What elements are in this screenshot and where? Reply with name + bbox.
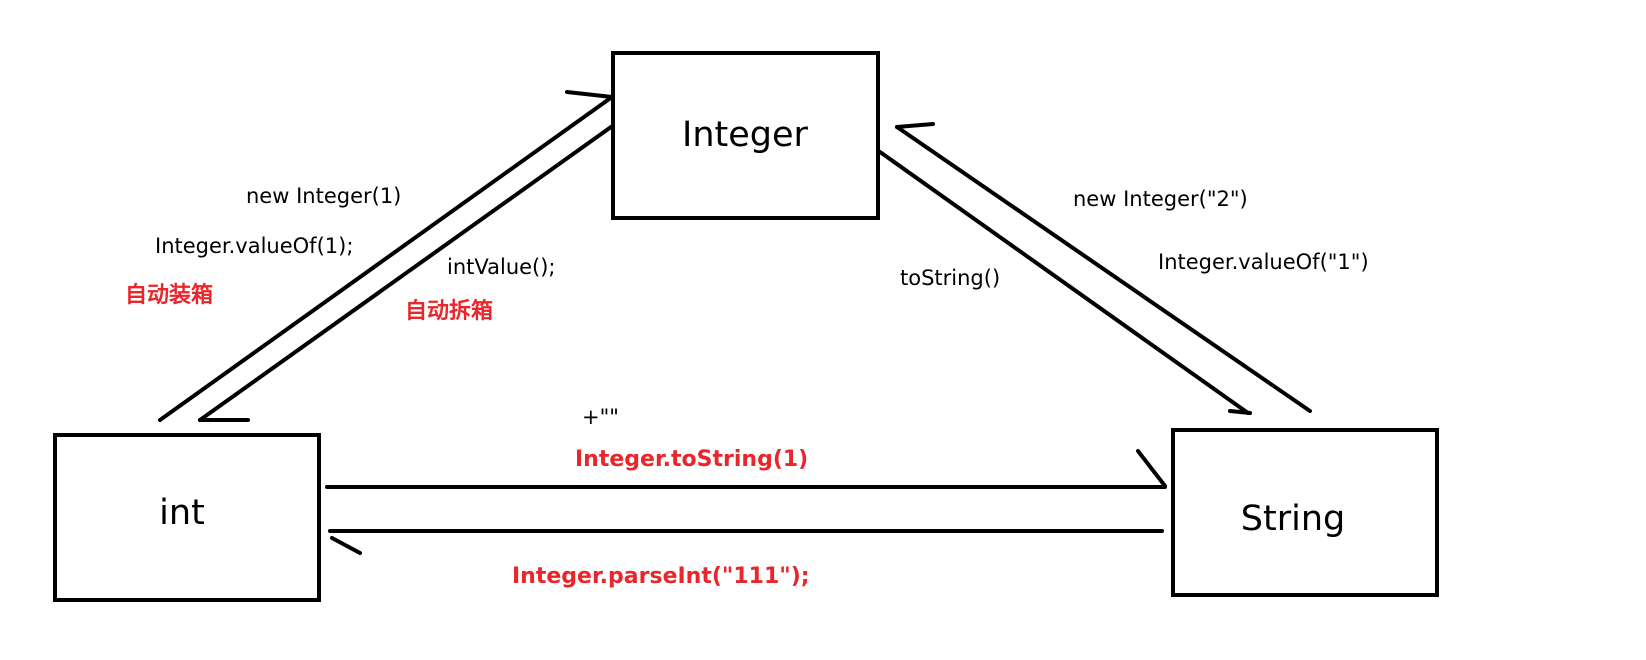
label-parseint: Integer.parseInt("111");: [512, 564, 810, 589]
label-integer-tostring: Integer.toString(1): [575, 447, 808, 472]
int-node-box: [53, 433, 321, 602]
string-node-label: String: [1241, 499, 1345, 539]
label-autoboxing: 自动装箱: [125, 282, 213, 308]
integer-node-box: [611, 51, 880, 220]
arrow-string-to-int: [328, 529, 1164, 555]
arrow-int-to-string: [325, 449, 1167, 489]
label-new-integer-string: new Integer("2"): [1073, 187, 1248, 211]
label-valueof-int: Integer.valueOf(1);: [155, 234, 353, 258]
arrow-string-to-integer: [895, 122, 1312, 413]
label-valueof-string: Integer.valueOf("1"): [1158, 250, 1369, 274]
arrow-integer-to-int: [198, 125, 613, 422]
int-node-label: int: [159, 493, 205, 533]
label-autounboxing: 自动拆箱: [405, 298, 493, 324]
integer-node-label: Integer: [682, 115, 809, 155]
label-concat: +"": [582, 405, 619, 429]
label-tostring: toString(): [900, 266, 1000, 290]
label-intvalue: intValue();: [447, 255, 556, 279]
arrow-int-to-integer: [158, 90, 614, 422]
label-new-integer-int: new Integer(1): [246, 184, 401, 208]
string-node-box: [1171, 428, 1439, 597]
arrow-integer-to-string: [878, 150, 1252, 415]
